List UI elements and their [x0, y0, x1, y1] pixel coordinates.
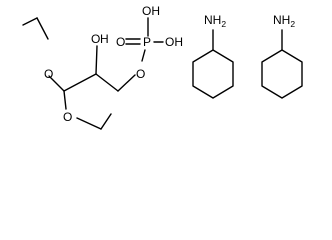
glycerol-phosphate-acetal-molecule: OH OH O P O O H O O: [22, 4, 183, 130]
bond-acetal-to-hydroxyl-carbon: [63, 73, 97, 92]
phosphorus-label: P: [143, 35, 151, 49]
cyclohexylamine-1: NH2: [192, 13, 234, 99]
bond-hydroxyl-carbon-to-o: [95, 45, 98, 75]
phosphate-oh-top-label: OH: [142, 4, 160, 18]
ester-oxygen-label: O: [136, 67, 145, 81]
bond-acetal-to-bottom-oxygen: [63, 90, 67, 110]
cyclohexylamine-2-amine-subscript: 2: [290, 19, 295, 29]
cyclohexylamine-1-amine-subscript: 2: [221, 19, 226, 29]
bond-methylene-to-ester-o: [117, 74, 136, 92]
chemical-structure-canvas: OH OH O P O O H O O NH2 NH2: [22, 4, 303, 130]
top-ether-oxygen-label: O: [44, 67, 53, 81]
cyclohexylamine-1-amine-label: NH2: [204, 13, 226, 29]
bond-top-ethyl-1: [22, 17, 38, 26]
cyclohexylamine-1-ring: [192, 49, 234, 99]
cyclohexylamine-2: NH2: [261, 13, 303, 99]
cyclohexylamine-1-amine-main: NH: [204, 13, 221, 27]
structure-svg: OH OH O P O O H O O NH2 NH2: [22, 4, 303, 130]
cyclohexylamine-2-amine-main: NH: [273, 13, 290, 27]
bond-bottom-ethyl-2: [100, 113, 112, 130]
cyclohexylamine-2-ring: [261, 49, 303, 99]
phosphate-oh-right-label: OH: [165, 35, 183, 49]
phosphoryl-oxygen-label: O: [116, 35, 125, 49]
hydroxyl-oxygen-label: O: [91, 32, 100, 46]
bond-top-ethyl-2: [36, 17, 49, 40]
bond-top-oxygen-to-acetal: [48, 75, 65, 92]
bond-ester-o-to-p: [141, 49, 146, 62]
hydroxyl-hydrogen-label: H: [100, 32, 109, 46]
bond-hydroxyl-carbon-to-methylene: [95, 73, 119, 92]
bottom-ether-oxygen-label: O: [63, 110, 72, 124]
cyclohexylamine-2-amine-label: NH2: [273, 13, 295, 29]
bond-bottom-ethyl-1: [76, 117, 102, 130]
